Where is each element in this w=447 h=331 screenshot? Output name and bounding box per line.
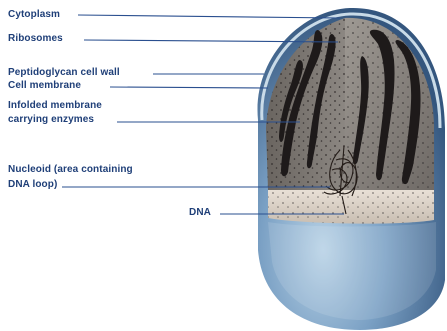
label-ribosomes: Ribosomes xyxy=(8,33,63,45)
leader-cytoplasm xyxy=(78,15,340,18)
label-nucleoid-line1: Nucleoid (area containing xyxy=(8,164,133,176)
label-cell-membrane: Cell membrane xyxy=(8,80,81,92)
label-cytoplasm: Cytoplasm xyxy=(8,9,60,21)
floor-dots xyxy=(268,190,434,224)
label-cell-wall: Peptidoglycan cell wall xyxy=(8,67,120,79)
label-nucleoid-line2: DNA loop) xyxy=(8,179,57,191)
leader-cell-membrane xyxy=(110,87,268,88)
label-infolded-membrane-line1: Infolded membrane xyxy=(8,100,102,112)
label-infolded-membrane-line2: carrying enzymes xyxy=(8,114,94,126)
label-dna: DNA xyxy=(189,207,211,219)
